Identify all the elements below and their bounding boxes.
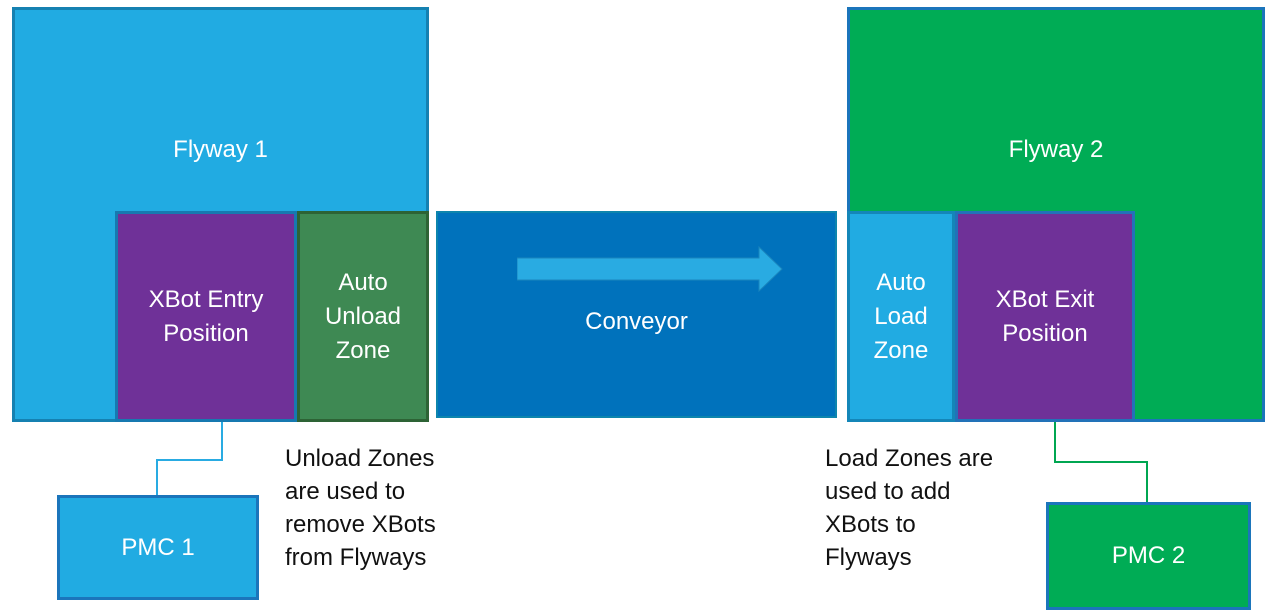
zone-auto-unload-label: Auto Unload Zone <box>324 268 402 364</box>
zone-auto-load-label: Auto Load Zone <box>873 268 929 364</box>
zone-xbot-exit: XBot Exit Position <box>955 211 1135 422</box>
conveyor-box: Conveyor <box>436 211 837 418</box>
pmc-1-label: PMC 1 <box>121 533 195 561</box>
zone-auto-unload: Auto Unload Zone <box>297 211 429 422</box>
zone-xbot-entry: XBot Entry Position <box>115 211 297 422</box>
flyway-2-label: Flyway 2 <box>1008 136 1104 163</box>
conveyor-arrow-icon <box>517 246 783 292</box>
flyway-1-label: Flyway 1 <box>173 136 268 163</box>
annotation-load-zones: Load Zones are used to add XBots to Flyw… <box>825 445 994 571</box>
pmc-2-label: PMC 2 <box>1111 542 1186 569</box>
annotation-unload-zones: Unload Zones are used to remove XBots fr… <box>285 445 436 571</box>
connector-pmc2-line <box>1054 422 1148 502</box>
zone-xbot-exit-label: XBot Exit Position <box>995 285 1095 347</box>
conveyor-label: Conveyor <box>585 308 688 335</box>
zone-auto-load: Auto Load Zone <box>847 211 955 422</box>
zone-xbot-entry-label: XBot Entry Position <box>148 285 264 347</box>
pmc-2-box: PMC 2 <box>1046 502 1251 610</box>
pmc-1-box: PMC 1 <box>57 495 259 600</box>
connector-pmc1-line <box>156 422 223 495</box>
